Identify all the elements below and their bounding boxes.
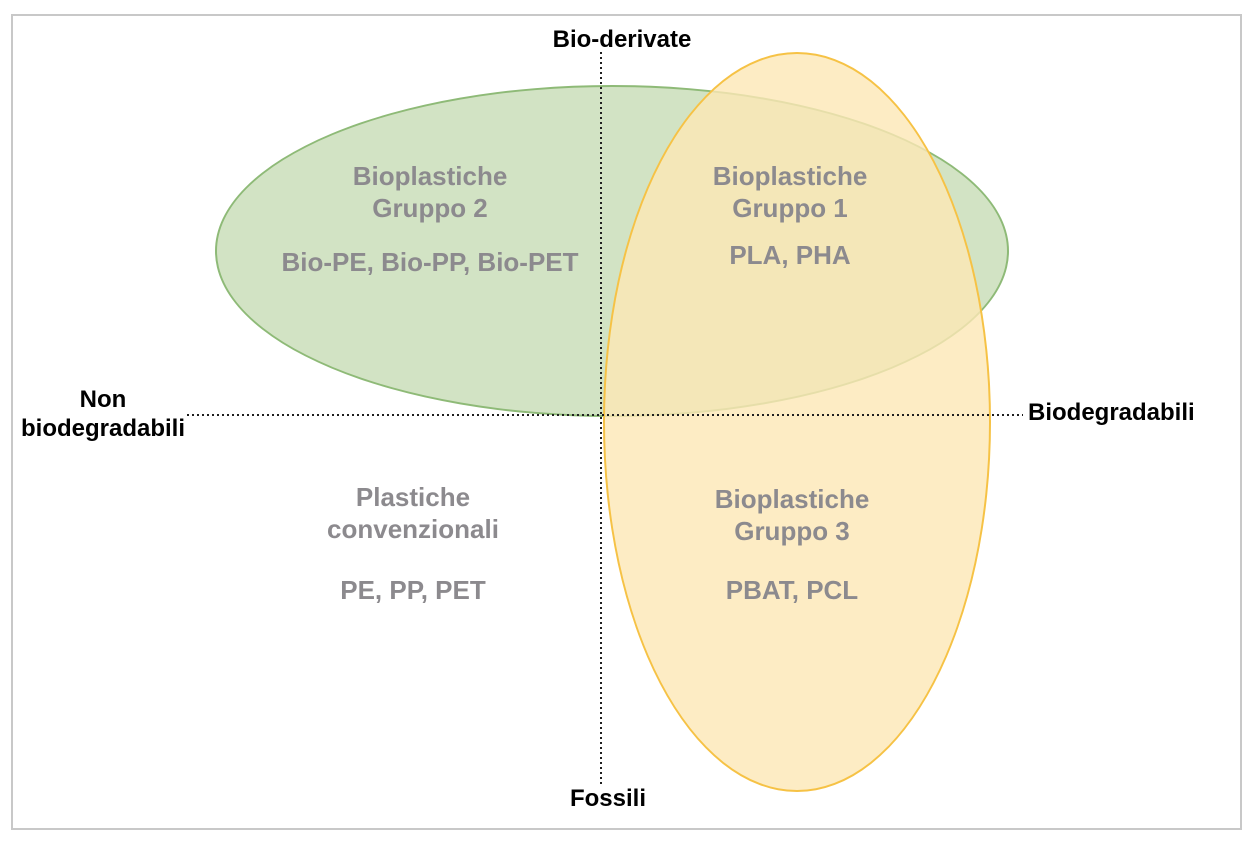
group1-items: PLA, PHA (729, 240, 851, 270)
axis-label-left-line1: Non (79, 386, 127, 413)
group1-title: Bioplastiche Gruppo 1 (590, 160, 990, 224)
axis-label-left: Non biodegradabili (13, 385, 193, 443)
conventional-items: PE, PP, PET (340, 575, 486, 605)
vertical-axis-line (600, 52, 602, 786)
axis-label-bottom: Fossili (569, 785, 647, 812)
horizontal-axis-line (187, 414, 1023, 416)
group2-title-line2: Gruppo 2 (372, 193, 488, 223)
group3-title-line2: Gruppo 3 (734, 516, 850, 546)
conventional-title-line1: Plastiche (355, 482, 471, 512)
group2-items: Bio-PE, Bio-PP, Bio-PET (281, 247, 579, 277)
axis-label-left-line2: biodegradabili (20, 415, 185, 442)
group3-items: PBAT, PCL (725, 575, 859, 605)
group3-title-line1: Bioplastiche (714, 484, 870, 514)
group2-title-line1: Bioplastiche (352, 161, 508, 191)
conventional-title-line2: convenzionali (327, 514, 499, 544)
yellow-ellipse-biodegradable (603, 52, 991, 792)
conventional-title: Plastiche convenzionali (213, 481, 613, 545)
group1-title-line2: Gruppo 1 (732, 193, 848, 223)
axis-label-top: Bio-derivate (552, 26, 692, 53)
axis-label-right: Biodegradabili (1028, 399, 1195, 426)
group1-title-line1: Bioplastiche (712, 161, 868, 191)
group2-title: Bioplastiche Gruppo 2 (230, 160, 630, 224)
group3-title: Bioplastiche Gruppo 3 (592, 483, 992, 547)
